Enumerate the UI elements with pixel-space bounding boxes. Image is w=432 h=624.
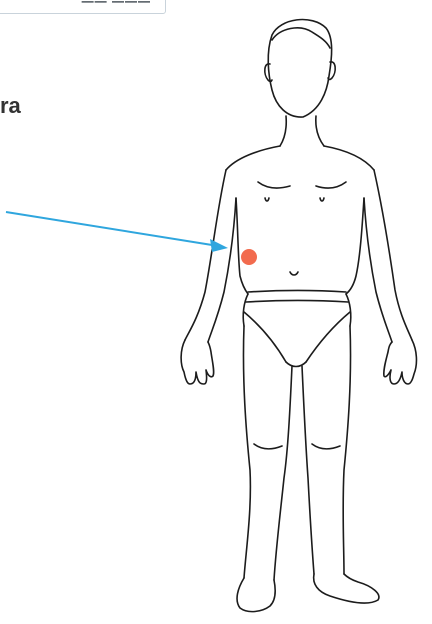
left-hand-outline [181, 340, 214, 384]
shoulder-left [226, 146, 280, 170]
neck-right [316, 116, 324, 146]
location-dot-icon [241, 249, 257, 265]
hip-left [243, 294, 248, 326]
right-knee [312, 444, 340, 449]
body-outline [181, 20, 416, 612]
nipple-left [265, 198, 269, 201]
navel [290, 272, 298, 275]
hip-right [346, 294, 351, 326]
left-foot-outline [237, 578, 275, 612]
left-knee [254, 444, 282, 449]
left-leg-inner [274, 366, 292, 580]
right-arm-outer [374, 170, 412, 340]
right-leg-outer [343, 326, 350, 574]
left-arm-outer [185, 170, 226, 340]
underwear-crotch [286, 362, 306, 367]
shoulder-right [324, 146, 374, 170]
arrow-icon [6, 212, 212, 245]
right-leg-inner [302, 366, 314, 574]
right-foot-outline [314, 574, 379, 603]
left-arm-inner [208, 198, 236, 342]
right-hand-outline [384, 340, 417, 384]
chest-line-right [316, 182, 346, 188]
neck-left [280, 116, 286, 146]
chest-line-left [258, 182, 290, 188]
torso-right [346, 198, 364, 294]
nipple-right [320, 198, 324, 201]
right-arm-inner [364, 198, 392, 342]
underwear-waistband-bottom [246, 301, 348, 303]
arrowhead-icon [210, 239, 228, 252]
underwear-left-leg-opening [244, 312, 286, 362]
hair-outline [272, 28, 330, 48]
underwear-right-leg-opening [306, 312, 350, 362]
torso-left [236, 198, 248, 294]
underwear-waistband-top [248, 291, 346, 293]
left-leg-outer [243, 326, 250, 578]
